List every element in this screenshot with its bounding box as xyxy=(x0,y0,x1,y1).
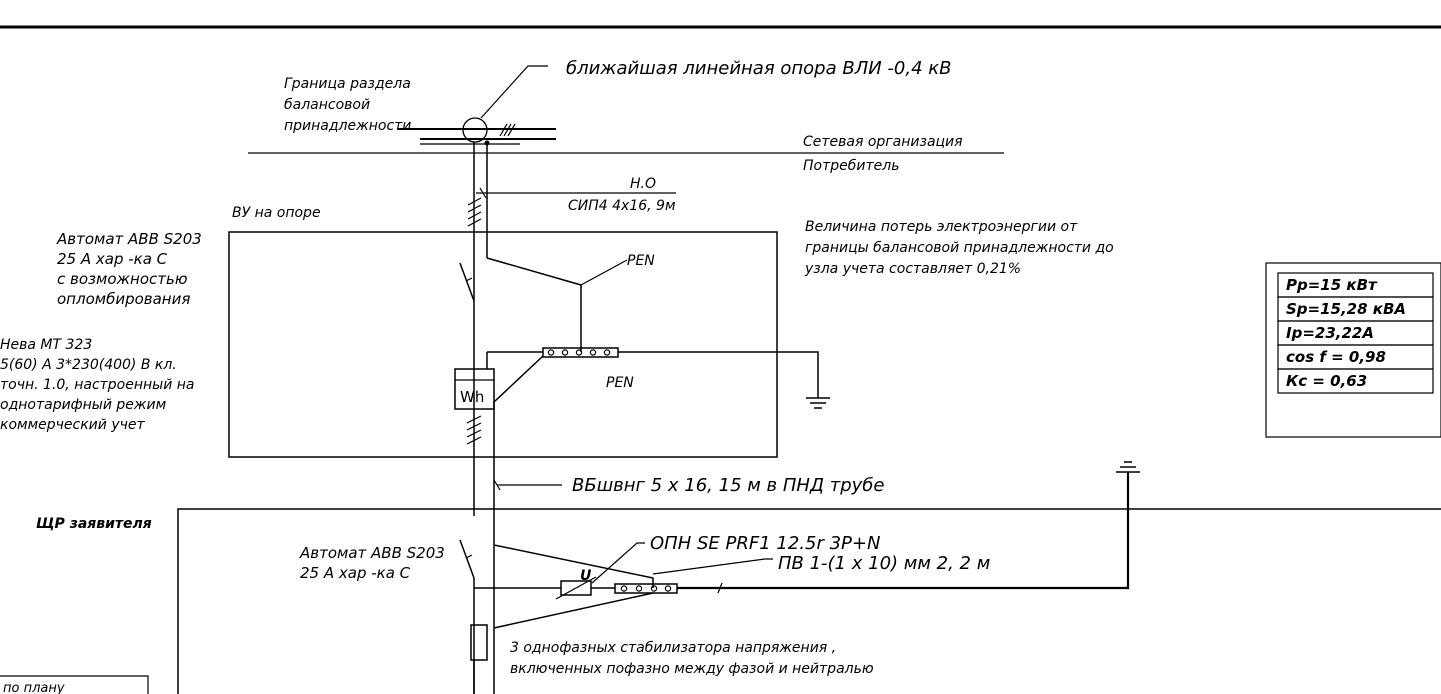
meter-label-3: точн. 1.0, настроенный на xyxy=(0,377,195,393)
neutral-after-meter xyxy=(493,355,544,403)
param-value-5: Кс = 0,63 xyxy=(1286,372,1367,390)
stabilizer-label-2: включенных пофазно между фазой и нейтрал… xyxy=(510,661,874,677)
pole-leader-line xyxy=(480,65,548,119)
lower-slash-1 xyxy=(466,415,482,424)
surge-u-label: U xyxy=(580,568,592,584)
busbar-terminal-5 xyxy=(603,349,611,356)
boundary-label-3: принадлежности xyxy=(284,118,411,134)
network-organization-label: Сетевая организация xyxy=(803,134,963,150)
pe-tick xyxy=(717,582,723,594)
stabilizer-label-1: 3 однофазных стабилизатора напряжения , xyxy=(510,640,836,656)
cable-slash-4 xyxy=(467,218,482,227)
breaker2-label-2: 25 А хар -ка С xyxy=(300,564,411,582)
voltage-stabilizer xyxy=(470,624,488,661)
lower-terminal-2 xyxy=(635,585,643,592)
vbshv-cable-label: ВБшвнг 5 х 16, 15 м в ПНД трубе xyxy=(572,475,884,496)
meter-symbol: Wh xyxy=(460,388,484,406)
busbar-terminal-1 xyxy=(547,349,555,356)
breaker2-label-1: Автомат ABB S203 xyxy=(299,544,445,562)
boundary-label-1: Граница раздела xyxy=(284,76,411,92)
loss-label-2: границы балансовой принадлежности до xyxy=(805,240,1114,256)
param-cell-5 xyxy=(1277,368,1434,394)
breaker1-tick xyxy=(465,277,473,282)
shr-label: ЩР заявителя xyxy=(36,516,152,532)
opn-leader xyxy=(591,542,645,584)
breaker1-label-2: 25 А хар -ка С xyxy=(57,250,168,268)
breaker1-label-1: Автомат ABB S203 xyxy=(56,230,202,248)
lower-slash-3 xyxy=(466,429,482,438)
cable-slash-1 xyxy=(467,197,482,206)
shr-enclosure xyxy=(177,508,1441,694)
pen-conductor xyxy=(486,257,582,352)
loss-label-3: узла учета составляет 0,21% xyxy=(804,261,1021,277)
cable-slash-2 xyxy=(467,204,482,213)
boundary-label-2: балансовой xyxy=(284,97,370,113)
cable-sip-label: СИП4 4х16, 9м xyxy=(568,198,676,214)
lower-slash-4 xyxy=(466,436,482,445)
conductor-slash-1 xyxy=(499,123,508,137)
lower-slash-2 xyxy=(466,422,482,431)
neutral-to-stabilizer xyxy=(493,592,654,629)
breaker2-blade xyxy=(459,539,475,579)
param-value-3: Iр=23,22А xyxy=(1286,324,1374,342)
busbar-terminal-2 xyxy=(561,349,569,356)
pen-bus-label: PEN xyxy=(606,375,634,391)
note-box xyxy=(0,675,149,694)
meter-label-4: однотарифный режим xyxy=(0,397,167,413)
meter-label-5: коммерческий учет xyxy=(0,417,146,433)
vu-enclosure xyxy=(228,231,778,458)
breaker1-blade xyxy=(459,262,475,302)
busbar-terminal-4 xyxy=(589,349,597,356)
meter-label-1: Нева МТ 323 xyxy=(0,337,92,353)
param-value-4: cos f = 0,98 xyxy=(1286,348,1386,366)
surge-arrester-diagonal xyxy=(555,576,597,600)
cable-slash-a xyxy=(479,187,487,199)
breaker1-label-4: опломбирования xyxy=(57,290,190,308)
vbshv-tick xyxy=(493,479,501,491)
parameters-table: Рр=15 кВт Sр=15,28 кВА Iр=23,22А cos f =… xyxy=(1265,262,1441,438)
param-value-1: Рр=15 кВт xyxy=(1286,276,1378,294)
meter-label-2: 5(60) А 3*230(400) В кл. xyxy=(0,357,177,373)
cable-no-label: Н.О xyxy=(630,176,656,192)
pole-circle xyxy=(462,117,488,143)
opn-label: ОПН SE PRF1 12.5r 3P+N xyxy=(650,533,880,554)
lower-terminal-4 xyxy=(664,585,672,592)
lower-terminal-3 xyxy=(650,585,658,592)
loss-label-1: Величина потерь электроэнергии от xyxy=(805,219,1078,235)
pv-cable-label: ПВ 1-(1 х 10) мм 2, 2 м xyxy=(778,553,990,574)
energy-meter xyxy=(454,368,495,410)
pen-top-label: PEN xyxy=(627,253,655,269)
conductor-slash-2 xyxy=(503,123,512,137)
busbar-terminal-3 xyxy=(575,349,583,356)
breaker1-label-3: с возможностью xyxy=(57,270,187,288)
lower-terminal-1 xyxy=(620,585,628,592)
note-clip-text: по плану xyxy=(3,681,65,694)
breaker2-tick xyxy=(465,554,473,559)
conductor-slash-3 xyxy=(507,123,516,137)
ground-conductor xyxy=(618,351,819,398)
parameters-table-frame xyxy=(1265,262,1441,438)
nearest-pole-label: ближайшая линейная опора ВЛИ -0,4 кВ xyxy=(566,58,952,79)
cable-slash-3 xyxy=(467,211,482,220)
pv-leader xyxy=(652,558,773,575)
pen-leader xyxy=(580,259,628,286)
param-value-2: Sр=15,28 кВА xyxy=(1286,300,1406,318)
pe-conductor xyxy=(677,472,1130,590)
vu-on-pole-label: ВУ на опоре xyxy=(232,205,321,221)
consumer-label: Потребитель xyxy=(803,158,899,174)
